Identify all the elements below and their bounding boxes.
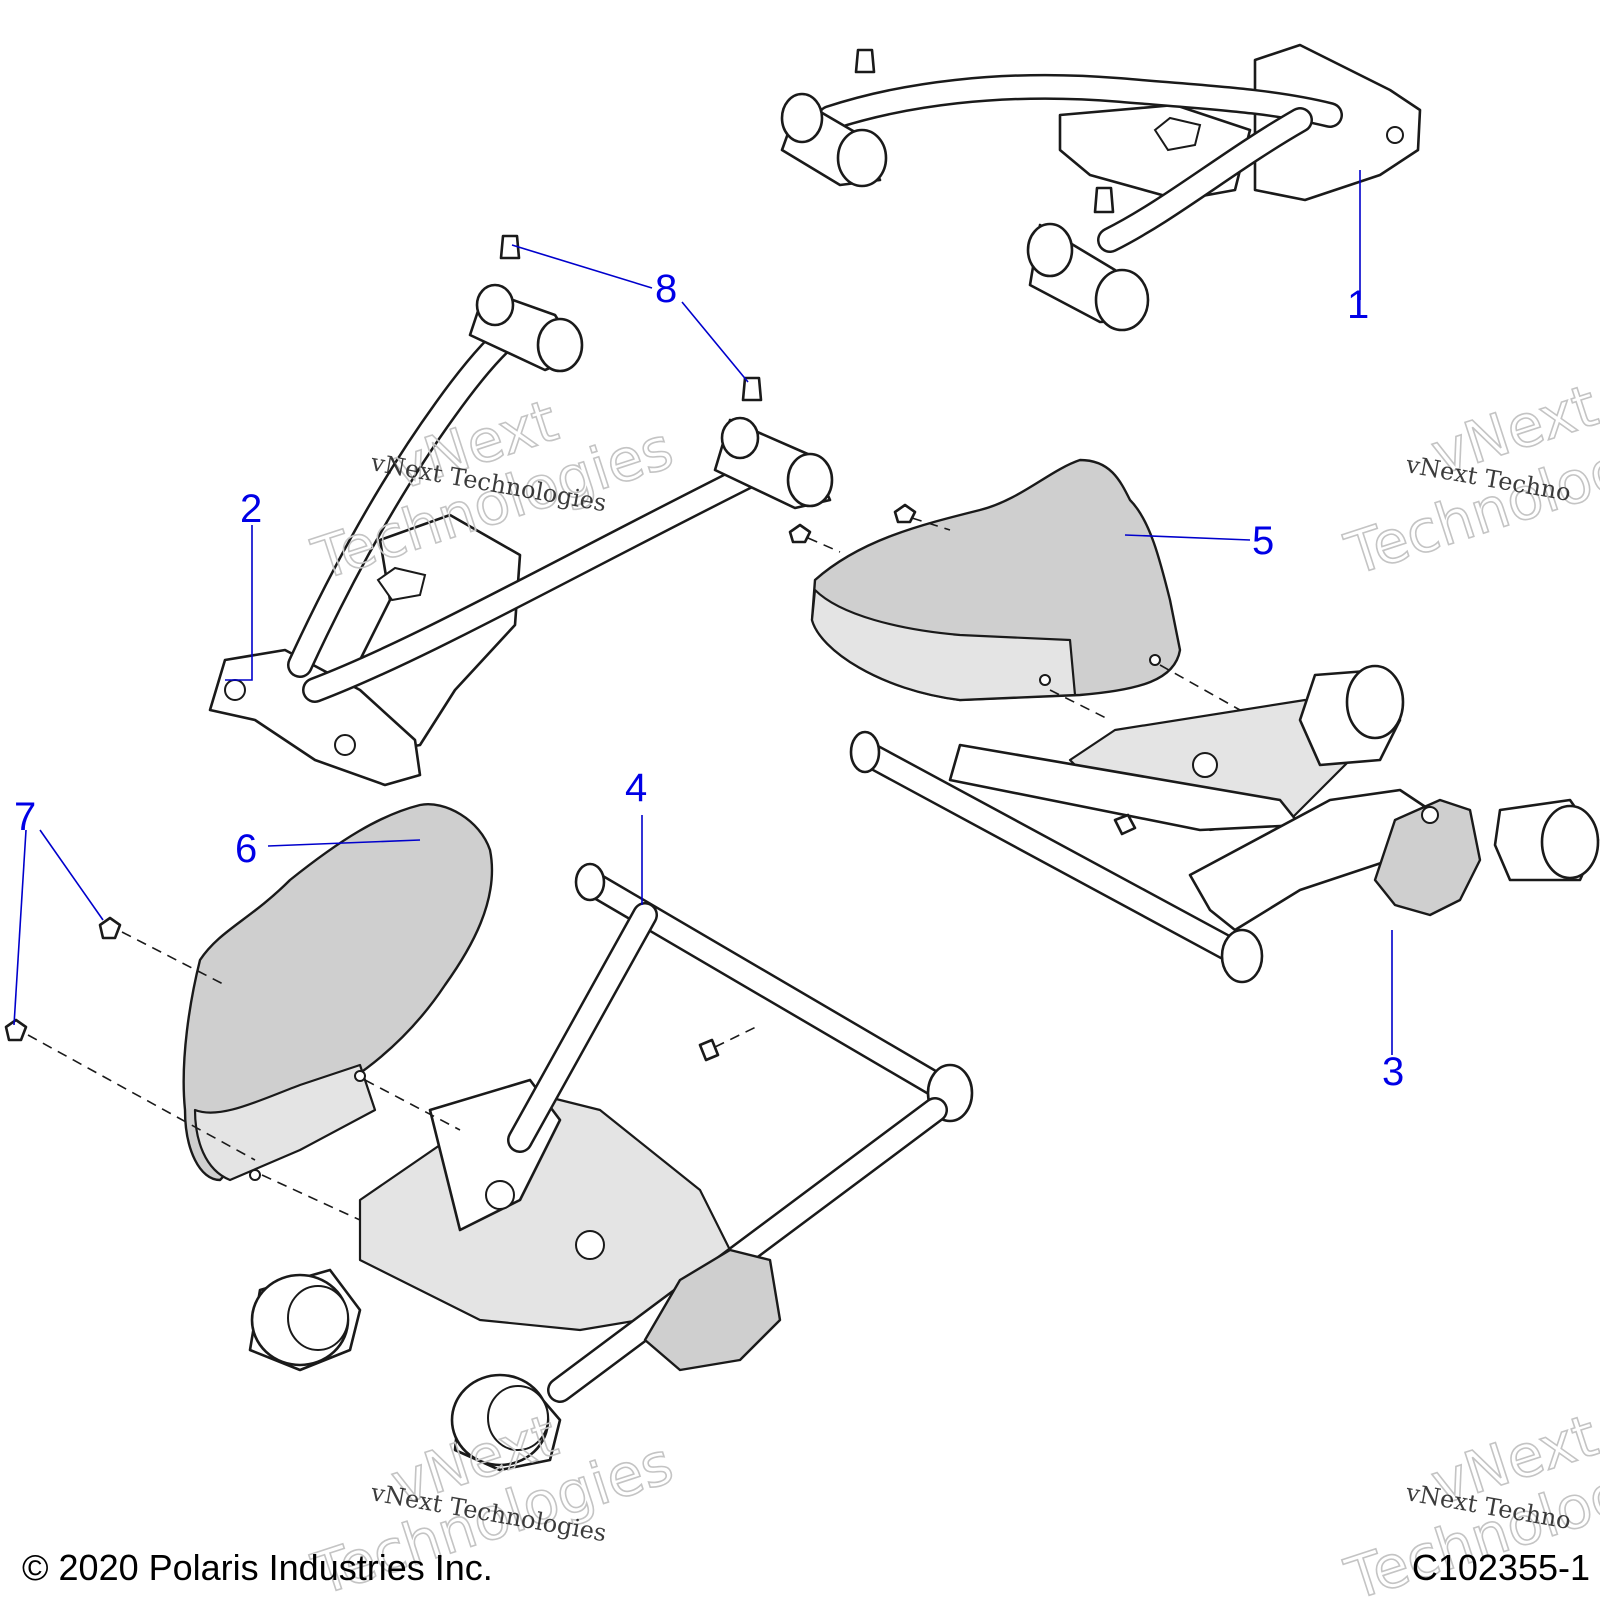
callout-6: 6 xyxy=(235,827,257,871)
arm1-front-bushing xyxy=(780,92,888,188)
part-4-lower-control-arm xyxy=(248,862,974,1472)
callout-1: 1 xyxy=(1347,283,1369,327)
copyright-text: © 2020 Polaris Industries Inc. xyxy=(22,1547,493,1588)
part-2-upper-control-arm xyxy=(208,234,834,787)
callout-7: 7 xyxy=(14,795,36,839)
arm2-front-bushing xyxy=(468,283,584,373)
callout-2: 2 xyxy=(240,487,262,531)
arm1-rear-bushing xyxy=(1026,222,1150,332)
part-3-lower-control-arm xyxy=(849,664,1600,984)
callout-4: 4 xyxy=(625,766,647,810)
arm2-rear-bushing xyxy=(713,416,834,510)
callout-5: 5 xyxy=(1252,519,1274,563)
part-1-upper-control-arm xyxy=(780,43,1422,332)
callouts: 1 2 3 4 5 6 7 8 xyxy=(14,267,1404,1094)
callout-3: 3 xyxy=(1382,1050,1404,1094)
callout-8: 8 xyxy=(655,267,677,311)
part-7-bolts xyxy=(4,916,256,1161)
leader-lines xyxy=(13,170,1393,1055)
part-5-a-arm-guard xyxy=(788,458,1182,702)
drawing-number: C102355-1 xyxy=(1412,1547,1590,1588)
